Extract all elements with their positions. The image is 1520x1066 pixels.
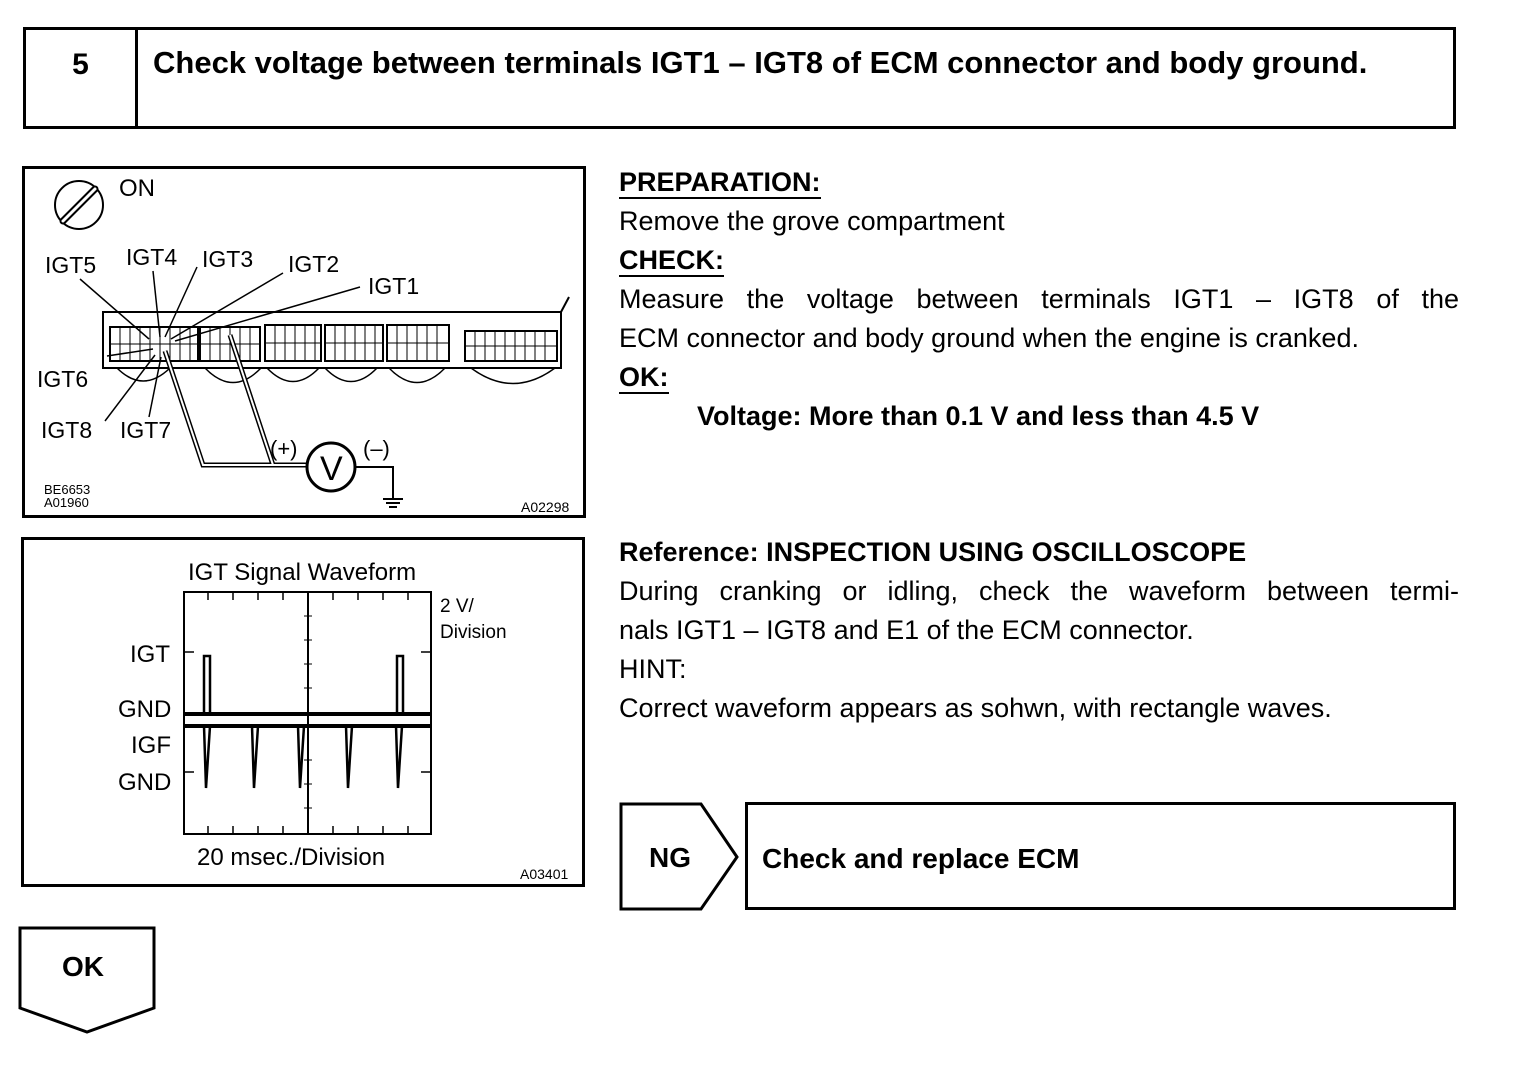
voltage-scale-label: 2 V/ bbox=[440, 596, 475, 617]
gnd-level-label-2: GND bbox=[118, 769, 171, 796]
ok-arrow-label: OK bbox=[62, 951, 104, 982]
ignition-state-label: ON bbox=[119, 175, 155, 202]
ecm-connector bbox=[102, 296, 570, 385]
time-scale-label: 20 msec./Division bbox=[197, 844, 385, 871]
reference-block: Reference: INSPECTION USING OSCILLOSCOPE… bbox=[619, 533, 1459, 728]
step-title: Check voltage between terminals IGT1 – I… bbox=[153, 45, 1368, 80]
figure-code-a01960: A01960 bbox=[44, 495, 89, 510]
igf-waveform bbox=[202, 725, 404, 789]
hint-text: Correct waveform appears as sohwn, with … bbox=[619, 693, 1332, 723]
figure-code-a03401: A03401 bbox=[520, 866, 568, 882]
terminal-label-igt1: IGT1 bbox=[368, 273, 419, 299]
ignition-key-icon bbox=[54, 180, 104, 230]
ng-label: NG bbox=[649, 842, 691, 873]
svg-text:V: V bbox=[320, 450, 343, 488]
reference-heading: Reference: INSPECTION USING OSCILLOSCOPE bbox=[619, 537, 1247, 567]
reference-text-line1: During cranking or idling, check the wav… bbox=[619, 576, 1459, 606]
figure-code-be6653: BE6653 bbox=[44, 482, 90, 497]
figure-code-a02298: A02298 bbox=[521, 499, 569, 515]
terminal-label-igt8: IGT8 bbox=[41, 417, 92, 443]
preparation-heading: PREPARATION: bbox=[619, 167, 821, 199]
check-text-line2: ECM connector and body ground when the e… bbox=[619, 323, 1359, 353]
hint-label: HINT: bbox=[619, 654, 687, 684]
gnd-level-label-1: GND bbox=[118, 696, 171, 723]
igf-level-label: IGF bbox=[131, 732, 171, 759]
terminal-label-igt5: IGT5 bbox=[45, 252, 96, 278]
reference-text-line2: nals IGT1 – IGT8 and E1 of the ECM conne… bbox=[619, 615, 1194, 645]
voltage-scale-unit: Division bbox=[440, 622, 507, 643]
ok-arrow: OK bbox=[18, 926, 158, 1041]
terminal-label-igt6: IGT6 bbox=[37, 366, 88, 392]
terminal-label-igt2: IGT2 bbox=[288, 251, 339, 277]
positive-probe-label: (+) bbox=[270, 436, 298, 461]
preparation-text: Remove the grove compartment bbox=[619, 206, 1005, 236]
igt-level-label: IGT bbox=[130, 641, 170, 668]
ng-action-box: Check and replace ECM bbox=[745, 802, 1456, 910]
step-header: 5 Check voltage between terminals IGT1 –… bbox=[23, 27, 1456, 129]
step-number: 5 bbox=[26, 30, 138, 126]
check-text-line1: Measure the voltage between terminals IG… bbox=[619, 284, 1459, 314]
connector-diagram: ON IGT5 IGT4 IGT3 IGT2 IGT1 IGT6 IGT8 IG… bbox=[22, 166, 586, 518]
ok-heading: OK: bbox=[619, 362, 669, 394]
waveform-title: IGT Signal Waveform bbox=[188, 559, 416, 586]
ground-icon bbox=[355, 466, 403, 508]
negative-probe-label: (–) bbox=[363, 436, 390, 461]
igt-waveform bbox=[202, 654, 405, 714]
waveform-diagram: IGT Signal Waveform 2 V/ Division bbox=[21, 537, 585, 887]
terminal-label-igt7: IGT7 bbox=[120, 417, 171, 443]
check-heading: CHECK: bbox=[619, 245, 724, 277]
terminal-label-igt3: IGT3 bbox=[202, 246, 253, 272]
voltmeter-icon: V bbox=[305, 441, 357, 493]
procedure-block: PREPARATION: Remove the grove compartmen… bbox=[619, 163, 1459, 436]
ng-arrow: NG bbox=[619, 802, 741, 917]
terminal-label-igt4: IGT4 bbox=[126, 244, 177, 270]
ok-spec: Voltage: More than 0.1 V and less than 4… bbox=[697, 401, 1260, 431]
